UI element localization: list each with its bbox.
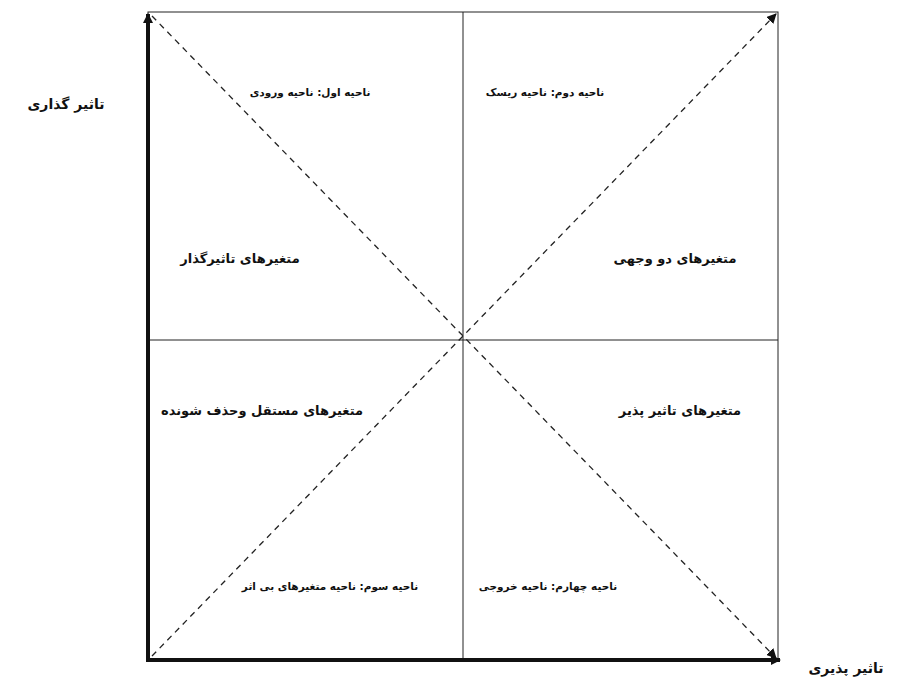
y-axis [146, 14, 150, 662]
outer-square [148, 12, 778, 660]
diagonal-dashed [152, 14, 776, 656]
variable-type: متغیرهای دو وجهی [611, 250, 740, 267]
zone-label: ناحیه اول: ناحیه ورودی [247, 85, 374, 99]
quadrant: ناحیه اول: ناحیه ورودی متغیرهای تاثیرگذار [148, 12, 463, 340]
quadrant: متغیرهای مستقل وحذف شونده ناحیه سوم: ناحی… [148, 340, 463, 660]
diagonal-dashed [152, 16, 776, 658]
variable-type: متغیرهای مستقل وحذف شونده [158, 402, 366, 419]
variable-type: متغیرهای تاثیر پذیر [616, 402, 744, 419]
quadrant: متغیرهای تاثیر پذیر ناحیه چهارم: ناحیه خر… [463, 340, 778, 660]
axis-label: تاثیر پذیری [805, 659, 886, 677]
variable-type: متغیرهای تاثیرگذار [177, 250, 302, 267]
x-axis [146, 658, 780, 662]
zone-label: ناحیه دوم: ناحیه ریسک [483, 85, 607, 99]
axis-label: تاثیر گذاری [25, 95, 108, 113]
mid-horizontal [148, 340, 778, 341]
zone-label: ناحیه چهارم: ناحیه خروجی [476, 579, 620, 593]
zone-label: ناحیه سوم: ناحیه متغیرهای بی اثر [239, 579, 421, 593]
quadrant: ناحیه دوم: ناحیه ریسک متغیرهای دو وجهی [463, 12, 778, 340]
